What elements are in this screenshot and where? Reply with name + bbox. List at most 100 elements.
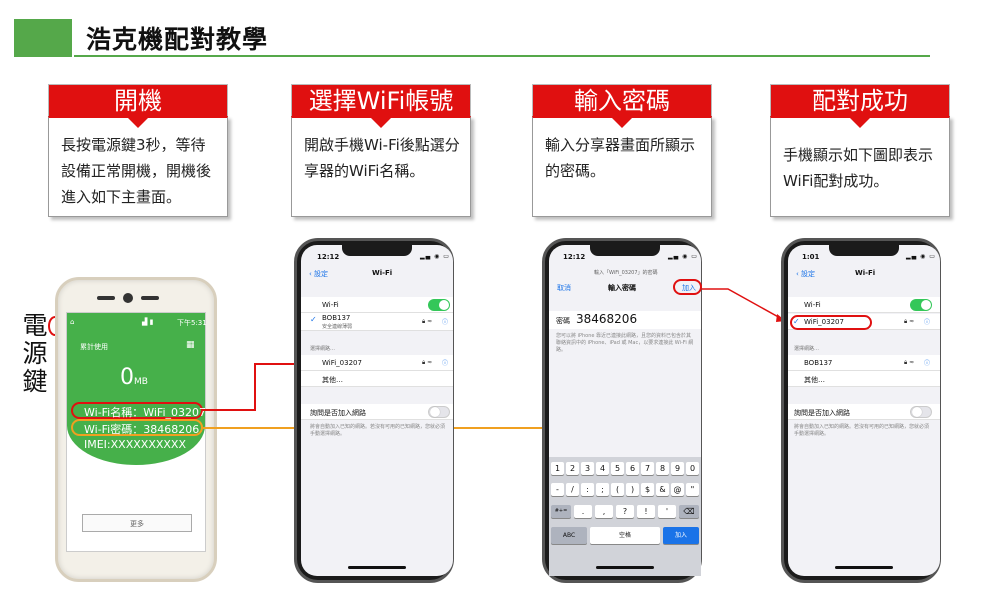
status-time: 12:12: [317, 253, 340, 261]
keyboard-row-2: - / : ; ( ) $ & @ ": [551, 483, 699, 496]
key[interactable]: !: [637, 505, 655, 518]
router-usage-label: 累計使用: [80, 343, 108, 351]
join-button-highlight: [673, 279, 702, 295]
space-key[interactable]: 空格: [590, 527, 660, 544]
info-icon[interactable]: ⓘ: [442, 319, 449, 326]
step-title: 配對成功: [770, 84, 950, 117]
info-icon[interactable]: ⓘ: [924, 319, 931, 326]
network-name: BOB137: [804, 359, 833, 367]
key[interactable]: 8: [656, 462, 669, 475]
key[interactable]: 2: [566, 462, 579, 475]
key[interactable]: /: [566, 483, 579, 496]
key[interactable]: ): [626, 483, 639, 496]
title-underline: [74, 55, 930, 57]
key[interactable]: $: [641, 483, 654, 496]
router-wifi-password: Wi-Fi密碼：38468206: [84, 423, 200, 436]
lock-wifi-icons: 🔒︎ ≈: [422, 318, 433, 325]
keyboard-row-3: #+= . , ? ! ' ⌫: [551, 505, 699, 518]
network-name: WiFi_03207: [322, 359, 362, 367]
keyboard-row-4: ABC 空格 加入: [551, 527, 699, 544]
key[interactable]: ,: [595, 505, 613, 518]
home-indicator: [348, 566, 406, 569]
key[interactable]: &: [656, 483, 669, 496]
info-icon[interactable]: ⓘ: [442, 360, 449, 367]
router-signal-icon: ▟ ▮: [142, 318, 154, 326]
status-icons: ▂▄ ◉ ▭: [420, 253, 450, 260]
key[interactable]: ': [658, 505, 676, 518]
key[interactable]: 0: [686, 462, 699, 475]
step-arrow-down: [368, 115, 394, 128]
step-arrow-down: [847, 115, 873, 128]
wifi-toggle[interactable]: [428, 299, 450, 311]
step-title: 輸入密碼: [532, 84, 712, 117]
wifi-toggle-row: [301, 297, 453, 313]
password-prompt: 輸入「WiFi_03207」的密碼: [594, 270, 658, 276]
wifi-toggle[interactable]: [910, 299, 932, 311]
status-icons: ▂▄ ◉ ▭: [906, 253, 936, 260]
join-button[interactable]: 加入: [682, 284, 696, 292]
qr-code-icon[interactable]: ▦: [186, 340, 195, 350]
key[interactable]: ?: [616, 505, 634, 518]
keyboard-join-key[interactable]: 加入: [663, 527, 699, 544]
backspace-key[interactable]: ⌫: [679, 505, 699, 518]
step-desc: 輸入分享器畫面所顯示的密碼。: [532, 116, 712, 217]
nav-title: Wi-Fi: [372, 269, 393, 277]
connected-network-name: WiFi_03207: [804, 318, 844, 326]
back-button[interactable]: ‹ 設定: [309, 270, 329, 278]
wifi-name-highlight: [71, 402, 203, 419]
step-desc: 開啟手機Wi-Fi後點選分享器的WiFi名稱。: [291, 116, 471, 217]
key[interactable]: (: [611, 483, 624, 496]
key[interactable]: 4: [596, 462, 609, 475]
key[interactable]: -: [551, 483, 564, 496]
key[interactable]: ;: [596, 483, 609, 496]
key[interactable]: :: [581, 483, 594, 496]
connected-network-row[interactable]: [301, 313, 453, 331]
password-note: 您可以將 iPhone 靠近已連接此網路，且您的資料已包含於其聯絡資訊中的 iP…: [556, 333, 694, 353]
key[interactable]: ": [686, 483, 699, 496]
ask-join-toggle[interactable]: [910, 406, 932, 418]
router-time: 下午5:31: [177, 319, 207, 327]
lock-wifi-icons: 🔒︎ ≈: [904, 359, 915, 366]
symbols-key[interactable]: #+=: [551, 505, 571, 518]
status-time: 12:12: [563, 253, 586, 261]
router-imei: IMEI:XXXXXXXXXX: [84, 438, 186, 451]
key[interactable]: 3: [581, 462, 594, 475]
section-header: 選擇網路…: [310, 346, 336, 352]
status-time: 1:01: [802, 253, 820, 261]
back-button[interactable]: ‹ 設定: [796, 270, 816, 278]
step-arrow-down: [125, 115, 151, 128]
step-card-2: 選擇WiFi帳號: [291, 84, 471, 117]
password-input[interactable]: 38468206: [576, 312, 638, 326]
other-network: 其他…: [804, 376, 825, 384]
other-network-row[interactable]: [301, 371, 453, 387]
password-row: [549, 311, 701, 329]
router-more-button[interactable]: 更多: [82, 514, 192, 532]
key[interactable]: @: [671, 483, 684, 496]
step-desc: 手機顯示如下圖即表示WiFi配對成功。: [770, 116, 950, 217]
lock-wifi-icons: 🔒︎ ≈: [904, 318, 915, 325]
nav-title: 輸入密碼: [608, 284, 636, 292]
ask-join-toggle[interactable]: [428, 406, 450, 418]
network-row[interactable]: [301, 355, 453, 371]
key[interactable]: 9: [671, 462, 684, 475]
abc-key[interactable]: ABC: [551, 527, 587, 544]
wifi-toggle-row: [788, 297, 940, 313]
ask-join-row: [788, 404, 940, 420]
phone-notch: [829, 244, 899, 256]
phone-notch: [590, 244, 660, 256]
lock-wifi-icons: 🔒︎ ≈: [422, 359, 433, 366]
key[interactable]: 5: [611, 462, 624, 475]
info-icon[interactable]: ⓘ: [924, 360, 931, 367]
key[interactable]: 7: [641, 462, 654, 475]
password-label: 密碼: [556, 317, 570, 325]
cancel-button[interactable]: 取消: [557, 284, 571, 292]
key[interactable]: 1: [551, 462, 564, 475]
step-card-3: 輸入密碼: [532, 84, 712, 117]
step-desc: 長按電源鍵3秒，等待設備正常開機，開機後進入如下主畫面。: [48, 116, 228, 217]
key[interactable]: .: [574, 505, 592, 518]
key[interactable]: 6: [626, 462, 639, 475]
phone-notch: [342, 244, 412, 256]
network-row[interactable]: [788, 355, 940, 371]
other-network-row[interactable]: [788, 371, 940, 387]
router-speaker: [141, 296, 159, 300]
